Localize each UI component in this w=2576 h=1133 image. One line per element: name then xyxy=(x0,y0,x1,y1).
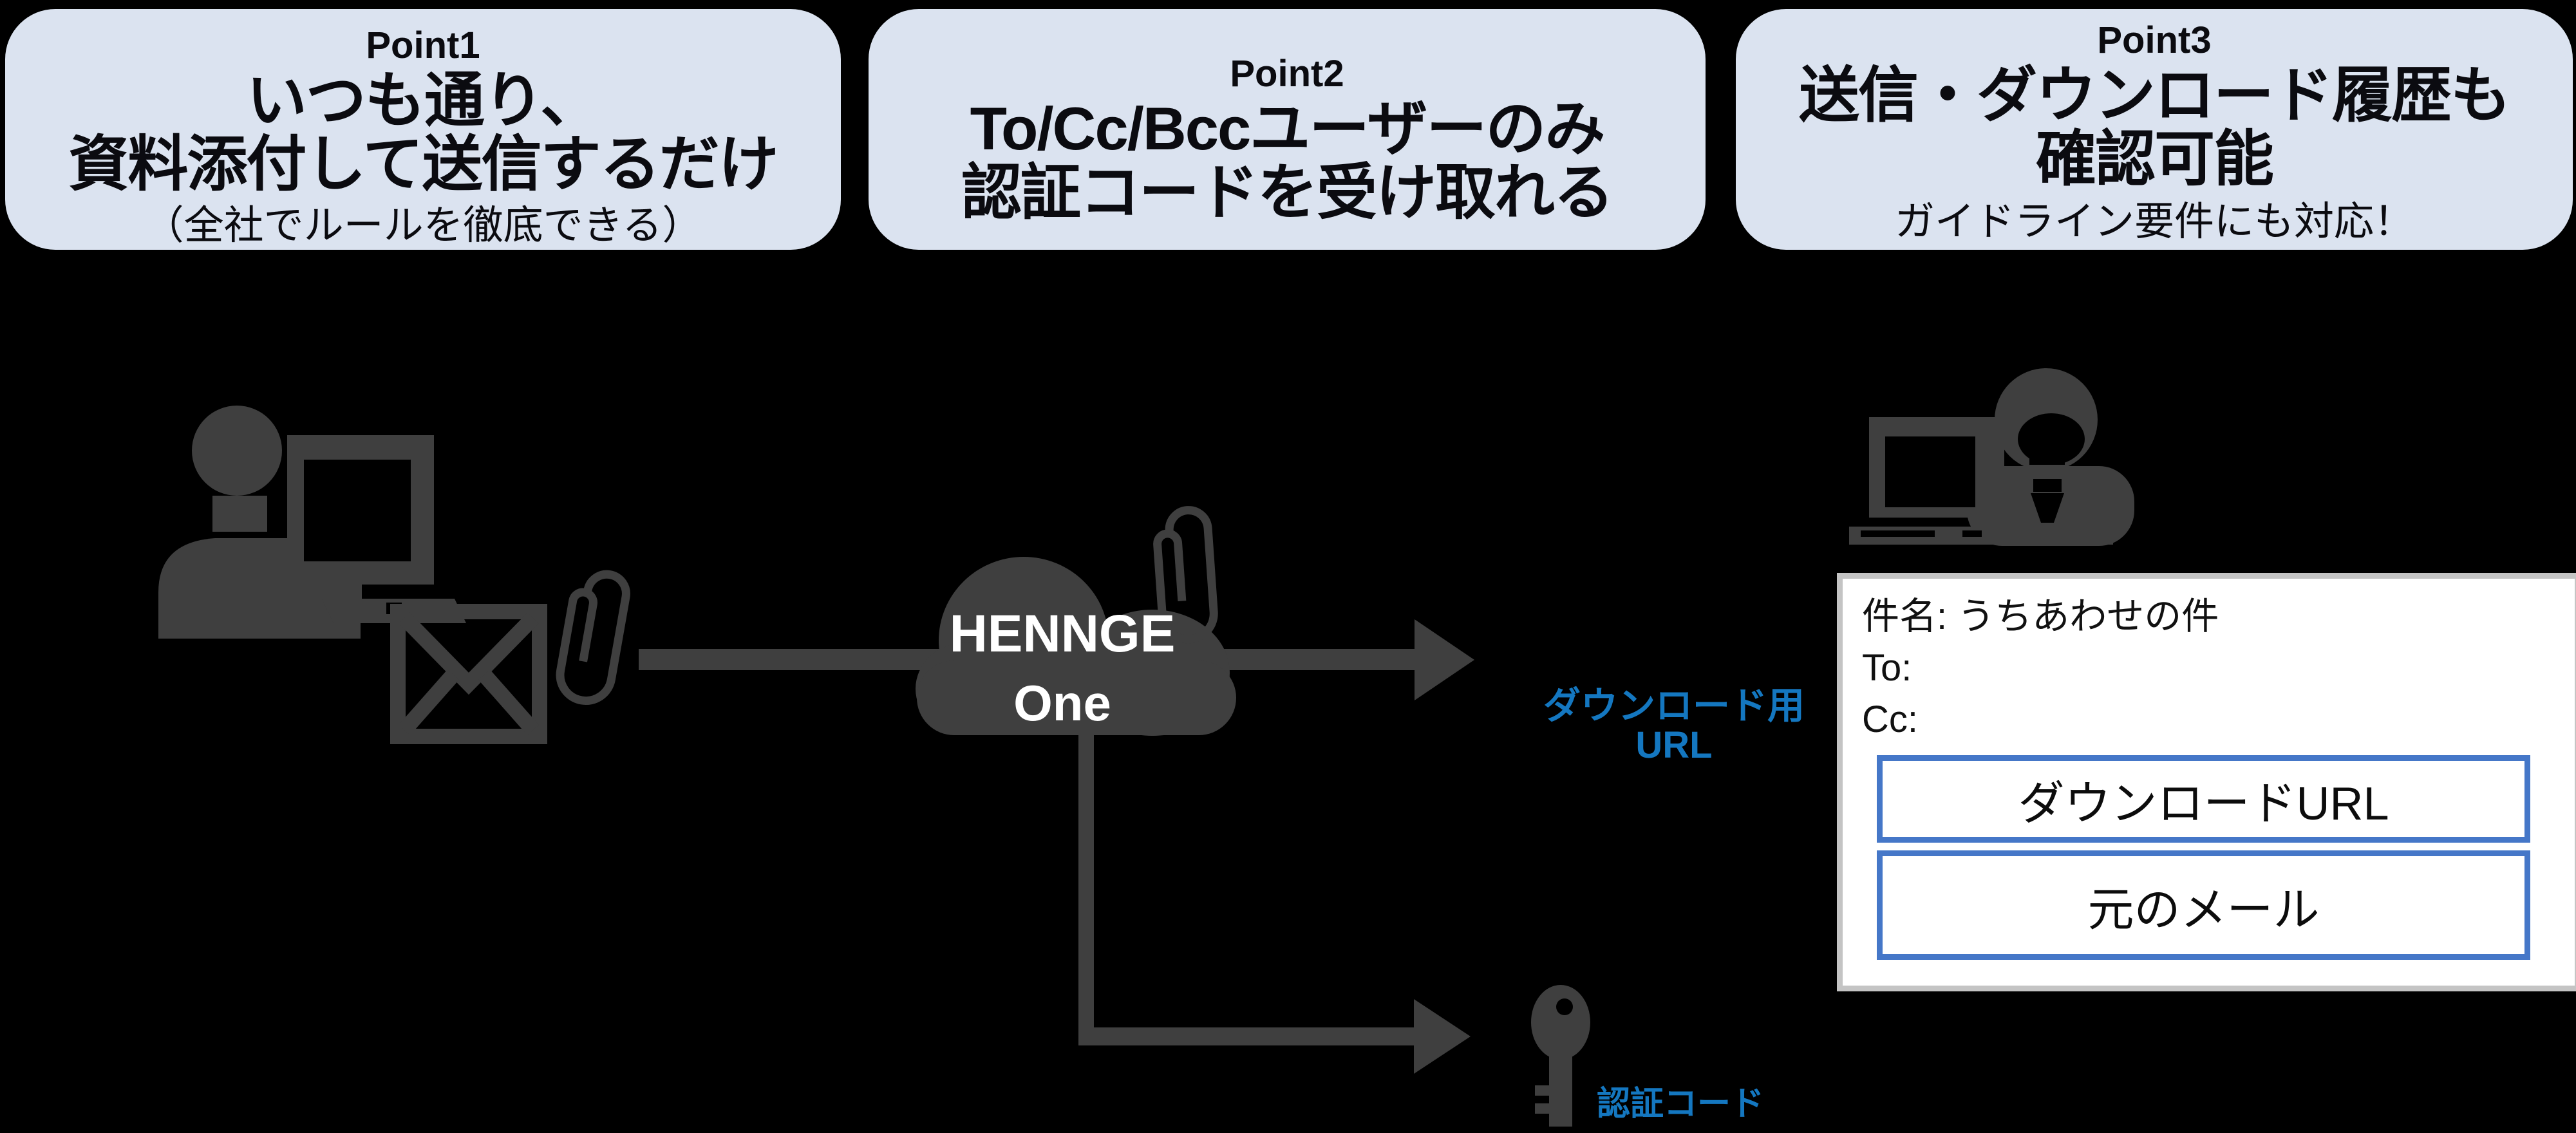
user-at-desktop-icon xyxy=(158,406,466,639)
point1-line1: いつも通り、 xyxy=(246,66,601,134)
download-url-annotation: ダウンロード用 URL xyxy=(1500,686,1848,765)
point-card-3: Point3 送信・ダウンロード履歴も 確認可能 ガイドライン要件にも対応！ xyxy=(1736,9,2573,250)
point2-line1: To/Cc/Bccユーザーのみ xyxy=(970,94,1606,162)
email-cc-label: Cc: xyxy=(1862,698,1918,740)
email-preview-panel: 件名: うちあわせの件 To: Cc: ダウンロードURL 元のメール xyxy=(1837,573,2576,991)
download-url-annotation-line1: ダウンロード用 xyxy=(1543,685,1805,727)
point1-label: Point1 xyxy=(366,24,480,66)
point3-label: Point3 xyxy=(2097,19,2212,61)
point2-line2: 認証コードを受け取れる xyxy=(961,158,1614,227)
cloud-service-name: HENNGE One xyxy=(934,604,1191,733)
point2-label: Point2 xyxy=(1230,53,1344,95)
cloud-name-line2: One xyxy=(1013,675,1111,732)
auth-code-annotation: 認証コード xyxy=(1597,1085,1765,1123)
envelope-icon xyxy=(390,604,547,744)
elbow-arrow-icon xyxy=(1078,734,1471,1074)
point-card-1: Point1 いつも通り、 資料添付して送信するだけ （全社でルールを徹底できる… xyxy=(5,9,841,250)
point1-subtitle: （全社でルールを徹底できる） xyxy=(144,203,702,248)
paperclip-icon xyxy=(556,570,630,705)
point-card-2: Point2 To/Cc/Bccユーザーのみ 認証コードを受け取れる xyxy=(869,9,1706,250)
point3-line1: 送信・ダウンロード履歴も xyxy=(1798,61,2511,129)
point1-line2: 資料添付して送信するだけ xyxy=(68,130,778,198)
download-url-button[interactable]: ダウンロードURL xyxy=(1877,755,2530,843)
email-header: 件名: うちあわせの件 To: Cc: xyxy=(1843,579,2575,738)
download-url-annotation-line2: URL xyxy=(1635,724,1713,767)
point3-line2: 確認可能 xyxy=(2035,125,2274,193)
original-mail-button[interactable]: 元のメール xyxy=(1877,850,2530,960)
recipient-at-laptop-icon xyxy=(1849,368,2134,546)
point3-subtitle: ガイドライン要件にも対応！ xyxy=(1894,199,2414,244)
paperclip-icon xyxy=(1153,506,1218,644)
email-to-label: To: xyxy=(1862,647,1912,689)
email-subject: 件名: うちあわせの件 xyxy=(1862,595,2219,637)
cloud-name-line1: HENNGE xyxy=(949,604,1176,663)
key-icon xyxy=(1531,985,1590,1127)
